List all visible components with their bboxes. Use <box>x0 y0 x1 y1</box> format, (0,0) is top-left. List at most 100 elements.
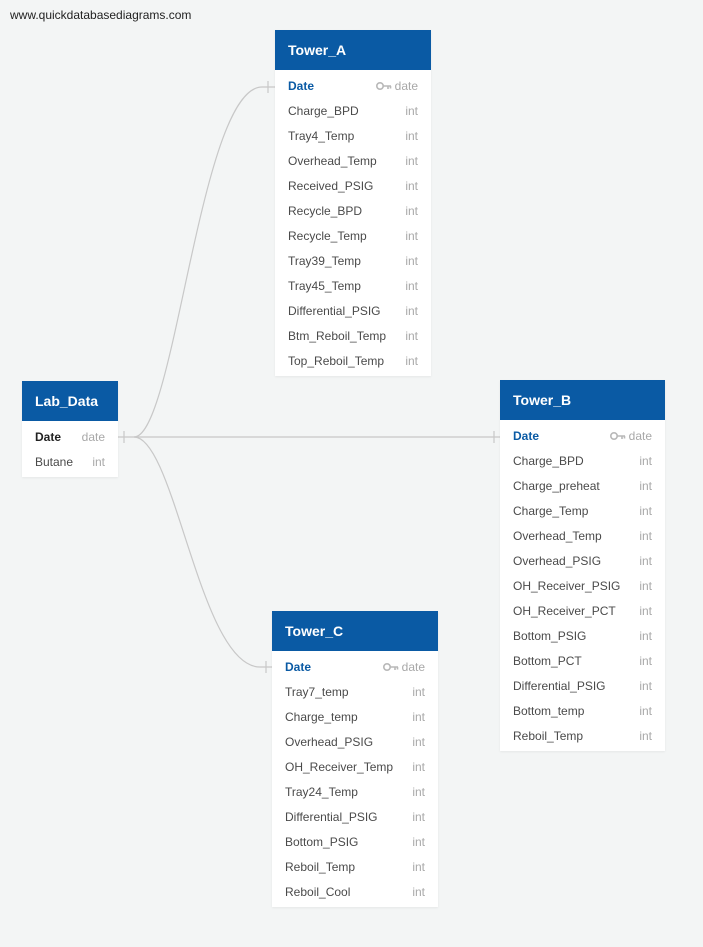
column-name: Btm_Reboil_Temp <box>288 329 387 343</box>
column-type: int <box>405 249 418 274</box>
column-type-label: int <box>639 679 652 693</box>
column-name: Top_Reboil_Temp <box>288 354 385 368</box>
column-type: date <box>82 425 105 450</box>
column-row[interactable]: Bottom_PCT int <box>500 649 665 674</box>
column-type-label: date <box>394 79 418 93</box>
column-name: Reboil_Cool <box>285 885 351 899</box>
table-title[interactable]: Tower_C <box>272 611 438 651</box>
column-type-label: int <box>405 204 418 218</box>
column-type: date <box>375 74 418 99</box>
column-type-label: int <box>412 685 425 699</box>
column-type-label: int <box>405 254 418 268</box>
column-name: Charge_temp <box>285 710 358 724</box>
column-row[interactable]: Date date <box>22 425 118 450</box>
key-icon <box>375 79 395 93</box>
column-name: Overhead_PSIG <box>285 735 374 749</box>
column-row[interactable]: Differential_PSIG int <box>272 805 438 830</box>
column-type-label: int <box>92 455 105 469</box>
column-name: OH_Receiver_PSIG <box>513 579 621 593</box>
column-type: int <box>639 724 652 749</box>
column-row[interactable]: OH_Receiver_Temp int <box>272 755 438 780</box>
column-type: int <box>639 474 652 499</box>
column-name: Differential_PSIG <box>513 679 606 693</box>
column-type: int <box>639 624 652 649</box>
column-row[interactable]: Differential_PSIG int <box>500 674 665 699</box>
column-type-label: int <box>412 785 425 799</box>
column-name: Tray4_Temp <box>288 129 355 143</box>
column-row[interactable]: OH_Receiver_PSIG int <box>500 574 665 599</box>
column-name: Differential_PSIG <box>288 304 381 318</box>
column-type-label: int <box>639 629 652 643</box>
column-type-label: int <box>639 579 652 593</box>
column-name: Differential_PSIG <box>285 810 378 824</box>
column-name: Tray39_Temp <box>288 254 361 268</box>
column-type-label: date <box>81 430 105 444</box>
column-type-label: int <box>405 329 418 343</box>
table-title[interactable]: Lab_Data <box>22 381 118 421</box>
column-type: int <box>639 649 652 674</box>
column-type-label: int <box>639 479 652 493</box>
key-icon <box>382 660 402 674</box>
column-name: OH_Receiver_Temp <box>285 760 394 774</box>
column-type: int <box>639 449 652 474</box>
column-row[interactable]: Recycle_BPD int <box>275 199 431 224</box>
column-name: Reboil_Temp <box>285 860 356 874</box>
column-name: Bottom_PCT <box>513 654 582 668</box>
column-type-label: int <box>639 454 652 468</box>
column-type-label: int <box>412 760 425 774</box>
column-type-label: int <box>412 810 425 824</box>
watermark: www.quickdatabasediagrams.com <box>10 8 192 22</box>
table-title[interactable]: Tower_A <box>275 30 431 70</box>
column-name: Date <box>35 430 62 444</box>
column-name: Bottom_PSIG <box>513 629 587 643</box>
column-name: Recycle_BPD <box>288 204 363 218</box>
column-type-label: int <box>405 304 418 318</box>
column-type-label: date <box>628 429 652 443</box>
column-row[interactable]: Top_Reboil_Temp int <box>275 349 431 374</box>
column-row[interactable]: Btm_Reboil_Temp int <box>275 324 431 349</box>
column-type-label: int <box>405 354 418 368</box>
column-row[interactable]: Tray39_Temp int <box>275 249 431 274</box>
column-type: int <box>405 324 418 349</box>
column-type: int <box>412 855 425 880</box>
column-type: int <box>639 574 652 599</box>
table-title[interactable]: Tower_B <box>500 380 665 420</box>
key-icon <box>382 662 398 671</box>
column-row[interactable]: Reboil_Temp int <box>272 855 438 880</box>
column-type: int <box>92 450 105 475</box>
column-row[interactable]: Differential_PSIG int <box>275 299 431 324</box>
column-type: int <box>412 830 425 855</box>
column-row[interactable]: Bottom_PSIG int <box>500 624 665 649</box>
column-type: int <box>405 274 418 299</box>
